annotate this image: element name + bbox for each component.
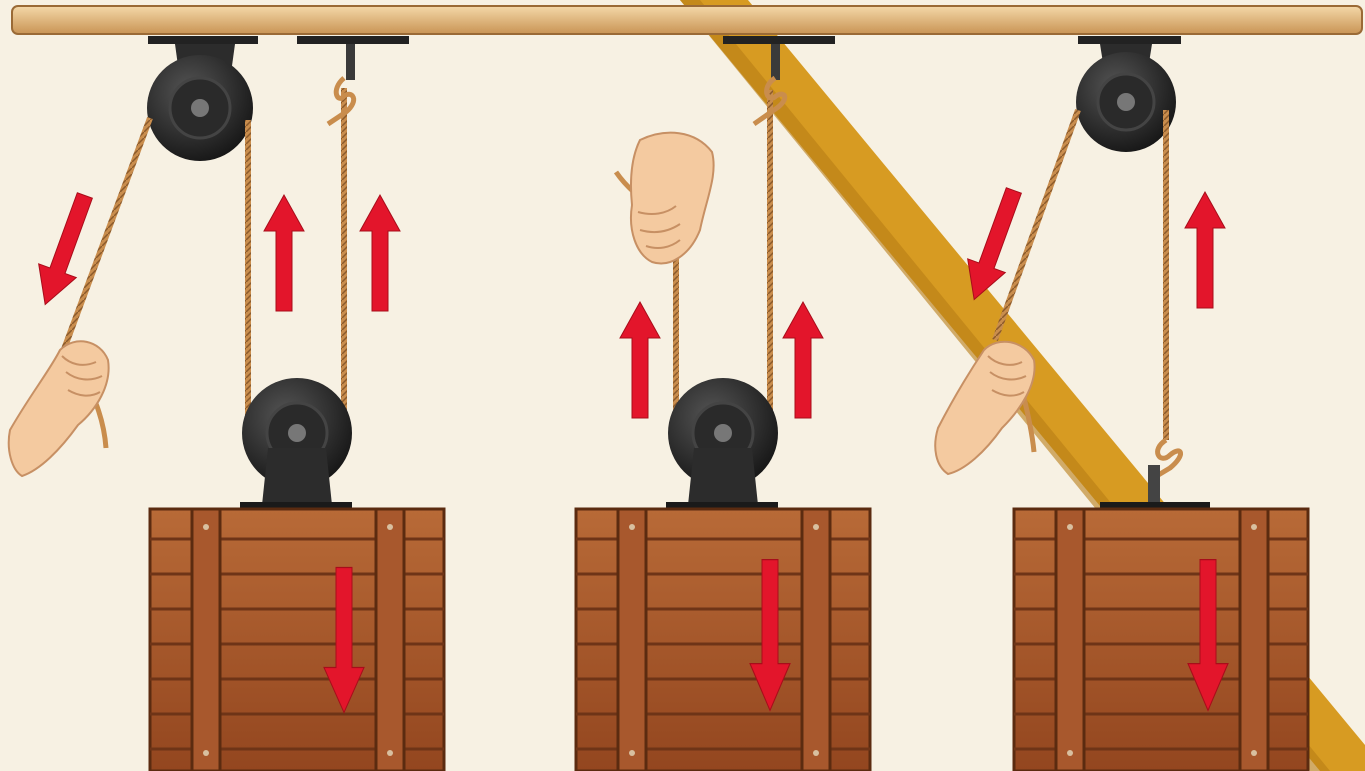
ceiling-beam — [12, 6, 1362, 34]
up-arrow-icon — [264, 195, 304, 311]
crate-icon — [150, 509, 444, 771]
hand-icon — [631, 133, 714, 264]
down-left-arrow-icon — [26, 189, 103, 312]
hand-icon — [9, 341, 109, 476]
up-arrow-icon — [783, 302, 823, 418]
up-arrow-icon — [620, 302, 660, 418]
up-arrow-icon — [360, 195, 400, 311]
movable-pulley-icon — [240, 378, 352, 512]
fixed-pulley-icon — [1076, 44, 1176, 152]
up-arrow-icon — [1185, 192, 1225, 308]
crate-icon — [1014, 509, 1308, 771]
left-panel — [9, 36, 444, 771]
movable-pulley-icon — [666, 378, 778, 512]
hand-icon — [935, 342, 1034, 474]
fixed-pulley-icon — [147, 44, 253, 161]
right-panel — [935, 36, 1308, 771]
crate-icon — [576, 509, 870, 771]
